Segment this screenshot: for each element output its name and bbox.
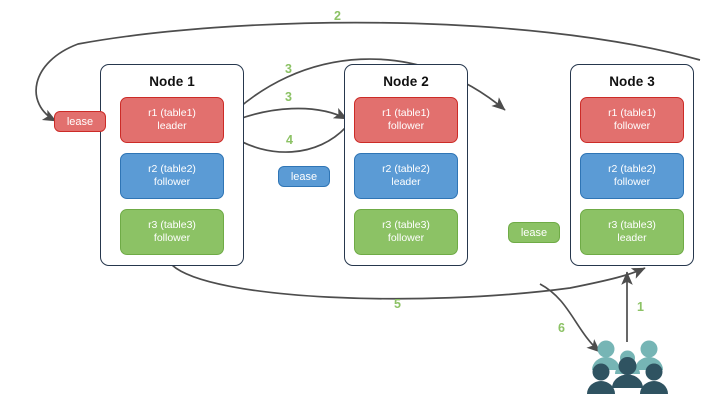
node-3-replica-r3-name: r3 (table3) bbox=[608, 219, 656, 231]
node-3-replica-r2-name: r2 (table2) bbox=[608, 163, 656, 175]
node-3-replica-r1-name: r1 (table1) bbox=[608, 107, 656, 119]
node-1-box[interactable]: Node 1 r1 (table1) leader r2 (table2) fo… bbox=[100, 64, 244, 266]
node-3-box[interactable]: Node 3 r1 (table1) follower r2 (table2) … bbox=[570, 64, 694, 266]
step-label-4: 4 bbox=[286, 133, 293, 147]
node-1-replica-r3-name: r3 (table3) bbox=[148, 219, 196, 231]
node-3-replica-r3-role: leader bbox=[617, 232, 647, 244]
node-2-replica-r3-name: r3 (table3) bbox=[382, 219, 430, 231]
node-1-replica-r1-role: leader bbox=[157, 120, 187, 132]
step-label-1: 1 bbox=[637, 300, 644, 314]
node-3-replica-r2[interactable]: r2 (table2) follower bbox=[580, 153, 684, 199]
node-2-replica-r2[interactable]: r2 (table2) leader bbox=[354, 153, 458, 199]
edge-step-3-upper bbox=[221, 58, 506, 125]
step-label-3-lower: 3 bbox=[285, 90, 292, 104]
node-2-replica-r2-role: leader bbox=[391, 176, 421, 188]
lease-green-chip[interactable]: lease bbox=[508, 222, 560, 243]
step-label-2: 2 bbox=[334, 9, 341, 23]
node-2-replica-r3[interactable]: r3 (table3) follower bbox=[354, 209, 458, 255]
node-3-title: Node 3 bbox=[609, 74, 655, 89]
edge-step-6 bbox=[539, 283, 601, 353]
node-1-replica-r3[interactable]: r3 (table3) follower bbox=[120, 209, 224, 255]
edge-step-5 bbox=[171, 264, 646, 300]
node-1-replica-r1-name: r1 (table1) bbox=[148, 107, 196, 119]
lease-blue-chip[interactable]: lease bbox=[278, 166, 330, 187]
node-1-replica-r2-name: r2 (table2) bbox=[148, 163, 196, 175]
lease-red-chip[interactable]: lease bbox=[54, 111, 106, 132]
node-1-replica-r2-role: follower bbox=[153, 176, 191, 188]
step-label-3-upper: 3 bbox=[285, 62, 292, 76]
node-3-replica-r3[interactable]: r3 (table3) leader bbox=[580, 209, 684, 255]
node-1-replica-r3-role: follower bbox=[153, 232, 191, 244]
node-3-replica-r2-role: follower bbox=[613, 176, 651, 188]
node-1-replica-r1[interactable]: r1 (table1) leader bbox=[120, 97, 224, 143]
node-2-replica-r2-name: r2 (table2) bbox=[382, 163, 430, 175]
node-2-replica-r1-name: r1 (table1) bbox=[382, 107, 430, 119]
node-2-title: Node 2 bbox=[383, 74, 429, 89]
node-2-box[interactable]: Node 2 r1 (table1) follower r2 (table2) … bbox=[344, 64, 468, 266]
node-2-replica-r3-role: follower bbox=[387, 232, 425, 244]
node-2-replica-r1[interactable]: r1 (table1) follower bbox=[354, 97, 458, 143]
node-3-replica-r1-role: follower bbox=[613, 120, 651, 132]
step-label-5: 5 bbox=[394, 297, 401, 311]
node-3-replica-r1[interactable]: r1 (table1) follower bbox=[580, 97, 684, 143]
node-2-replica-r1-role: follower bbox=[387, 120, 425, 132]
edge-step-2 bbox=[35, 21, 701, 122]
node-1-replica-r2[interactable]: r2 (table2) follower bbox=[120, 153, 224, 199]
node-1-title: Node 1 bbox=[149, 74, 195, 89]
step-label-6: 6 bbox=[558, 321, 565, 335]
